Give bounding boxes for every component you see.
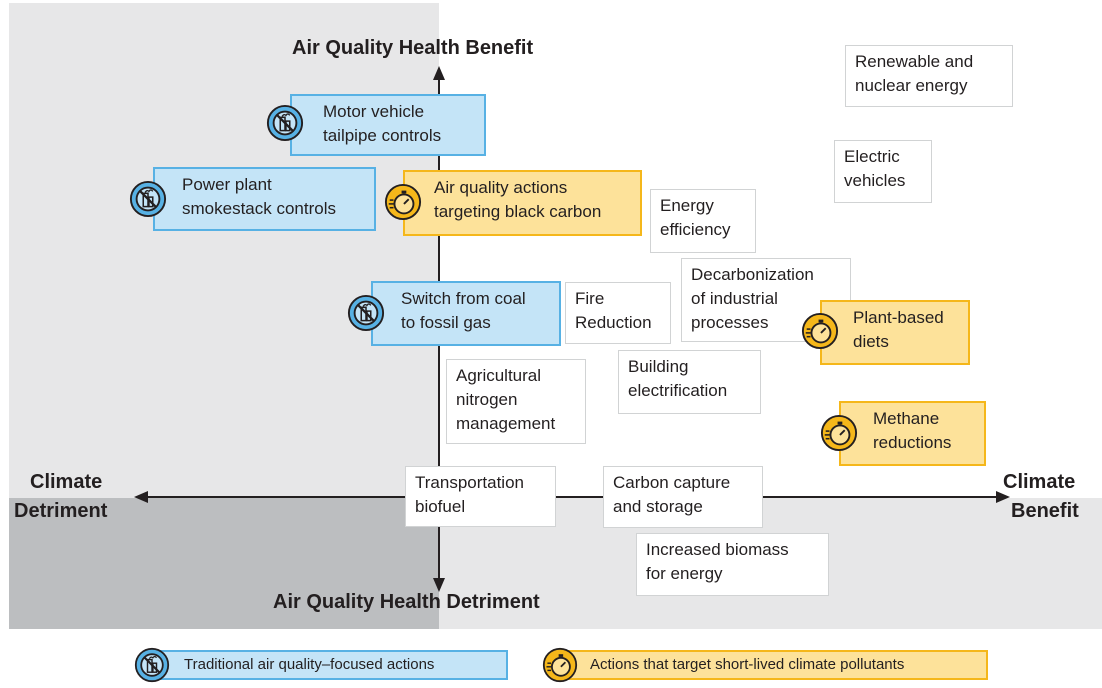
axis-label-left-line2: Detriment (14, 500, 108, 522)
item-carbon-capture-storage: Carbon capture and storage (603, 466, 763, 528)
item-building-electrification: Building electrification (618, 350, 761, 414)
item-switch-coal-to-fossil-gas: Switch from coal to fossil gas (371, 281, 561, 346)
item-methane-reductions: Methane reductions (839, 401, 986, 466)
item-energy-efficiency: Energy efficiency (650, 189, 756, 253)
quadrant-bottom-left (9, 498, 439, 629)
vertical-axis-top-arrow (433, 66, 445, 80)
axis-label-right-line1: Climate (1003, 471, 1076, 493)
item-transportation-biofuel: Transportation biofuel (405, 466, 556, 527)
vertical-axis-bottom-arrow (433, 578, 445, 592)
no-smokestack-icon (134, 647, 170, 683)
item-renewable-nuclear-energy: Renewable and nuclear energy (845, 45, 1013, 107)
item-air-quality-actions-black-carbon: Air quality actions targeting black carb… (403, 170, 642, 236)
no-smokestack-icon (347, 294, 385, 332)
horizontal-axis-left-arrow (134, 491, 148, 503)
no-smokestack-icon (129, 180, 167, 218)
item-motor-vehicle-tailpipe-controls: Motor vehicle tailpipe controls (290, 94, 486, 156)
stopwatch-icon (542, 647, 578, 683)
horizontal-axis-right-arrow (996, 491, 1010, 503)
axis-label-left-line1: Climate (30, 471, 103, 493)
no-smokestack-icon (266, 104, 304, 142)
item-power-plant-smokestack-controls: Power plant smokestack controls (153, 167, 376, 231)
item-plant-based-diets: Plant-based diets (820, 300, 970, 365)
axis-label-right-line2: Benefit (1011, 500, 1079, 522)
axis-label-bottom: Air Quality Health Detriment (273, 591, 540, 613)
legend-short-lived-label: Actions that target short-lived climate … (568, 650, 988, 680)
item-fire-reduction: Fire Reduction (565, 282, 671, 344)
item-increased-biomass-energy: Increased biomass for energy (636, 533, 829, 596)
stopwatch-icon (801, 312, 839, 350)
legend-air-quality-label: Traditional air quality–focused actions (160, 650, 508, 680)
axis-label-top: Air Quality Health Benefit (292, 37, 534, 59)
item-electric-vehicles: Electric vehicles (834, 140, 932, 203)
stopwatch-icon (820, 414, 858, 452)
stopwatch-icon (384, 183, 422, 221)
quadrant-top-left (9, 3, 439, 498)
item-agricultural-nitrogen-management: Agricultural nitrogen management (446, 359, 586, 444)
